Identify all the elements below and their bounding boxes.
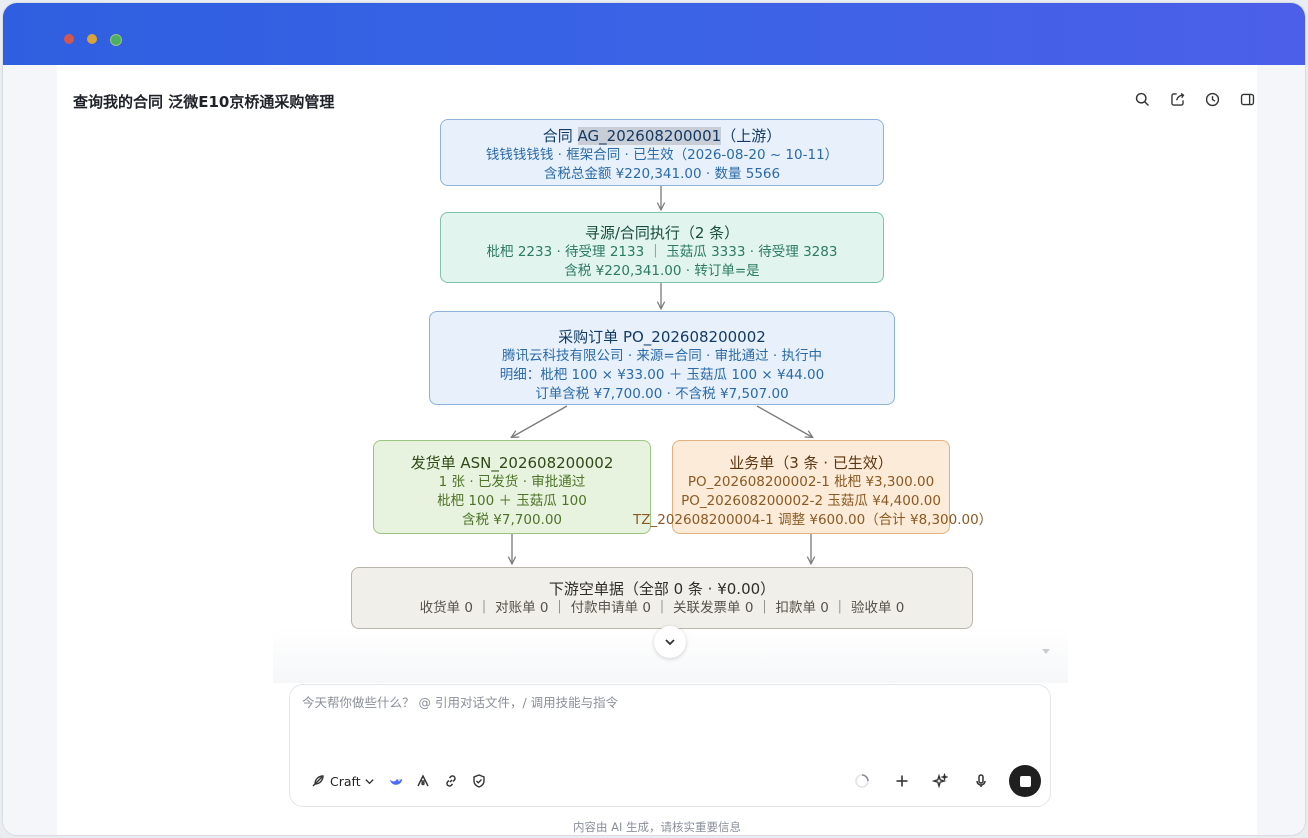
downstream-line1: 收货单 0 ｜ 对账单 0 ｜ 付款申请单 0 ｜ 关联发票单 0 ｜ 扣款单 … (419, 600, 905, 616)
craft-mode-selector[interactable]: Craft (310, 769, 375, 793)
craft-mode-label: Craft (330, 773, 361, 789)
order-title: 采购订单 PO_202608200002 (558, 328, 766, 346)
shipment-line1: 1 张 · 已发货 · 审批通过 (438, 474, 586, 490)
flow-arrows (57, 186, 1257, 641)
minimize-window-button[interactable] (87, 34, 97, 44)
deepseek-model-button[interactable] (388, 769, 404, 793)
whale-icon (390, 779, 402, 785)
contract-line1: 钱钱钱钱钱 · 框架合同 · 已生效（2026-08-20 ~ 10-11） (485, 147, 839, 163)
scroll-to-bottom-button[interactable] (654, 626, 686, 658)
chat-input[interactable] (302, 695, 1002, 710)
contract-line2: 含税总金额 ¥220,341.00 · 数量 5566 (543, 166, 781, 182)
web-search-button[interactable] (415, 769, 431, 793)
link-icon (446, 775, 456, 787)
spinner-icon (855, 774, 869, 788)
contract-flow-diagram: 合同 AG_202608200001（上游） 钱钱钱钱钱 · 框架合同 · 已生… (57, 71, 1257, 641)
safety-check-button[interactable] (471, 769, 487, 793)
share-icon[interactable] (1167, 89, 1187, 109)
order-line3: 订单含税 ¥7,700.00 · 不含税 ¥7,507.00 (535, 386, 789, 402)
sourcing-title: 寻源/合同执行（2 条） (584, 224, 740, 242)
node-downstream[interactable]: 下游空单据（全部 0 条 · ¥0.00） 收货单 0 ｜ 对账单 0 ｜ 付款… (351, 567, 973, 629)
sparkle-icon (932, 773, 948, 789)
node-shipment[interactable]: 发货单 ASN_202608200002 1 张 · 已发货 · 审批通过 枇杷… (373, 440, 651, 534)
stop-generation-button[interactable] (1009, 765, 1041, 797)
feather-icon (312, 775, 324, 787)
plus-icon (896, 775, 908, 787)
scrollbar-arrow-icon[interactable] (1042, 649, 1050, 654)
contract-title-suffix: （上游） (721, 127, 782, 145)
window-titlebar (3, 3, 1305, 65)
business-line3: TZ_202608200004-1 调整 ¥600.00（合计 ¥8,300.0… (633, 512, 993, 528)
sourcing-line1: 枇杷 2233 · 待受理 2133 ｜ 玉菇瓜 3333 · 待受理 3283 (486, 244, 838, 260)
main-panel: 查询我的合同 泛微E10京桥通采购管理 (57, 71, 1257, 835)
right-sidebar (1257, 65, 1305, 835)
arrow-order-to-shipment (512, 405, 568, 437)
attach-link-button[interactable] (443, 769, 459, 793)
stop-icon (1019, 775, 1031, 787)
close-window-button[interactable] (64, 34, 74, 44)
microphone-icon (976, 774, 986, 787)
ai-disclaimer: 内容由 AI 生成，请核实重要信息 (572, 820, 742, 834)
shipment-line3: 含税 ¥7,700.00 (462, 512, 562, 528)
maximize-window-button[interactable] (110, 34, 122, 46)
add-attachment-button[interactable] (894, 769, 910, 793)
node-business-orders[interactable]: 业务单（3 条 · 已生效） PO_202608200002-1 枇杷 ¥3,3… (633, 440, 992, 534)
node-sourcing[interactable]: 寻源/合同执行（2 条） 枇杷 2233 · 待受理 2133 ｜ 玉菇瓜 33… (440, 212, 884, 283)
search-icon[interactable] (1132, 89, 1152, 109)
business-line1: PO_202608200002-1 枇杷 ¥3,300.00 (687, 474, 935, 490)
page-title: 查询我的合同 泛微E10京桥通采购管理 (73, 93, 335, 111)
shipment-line2: 枇杷 100 ＋ 玉菇瓜 100 (437, 493, 587, 509)
contract-title-prefix: 合同 (542, 127, 578, 145)
contract-code: AG_202608200001 (577, 127, 722, 145)
arrow-order-to-business (756, 405, 812, 437)
pen-nib-icon (417, 774, 429, 787)
app-window: 查询我的合同 泛微E10京桥通采购管理 (3, 3, 1305, 835)
ai-enhance-button[interactable] (932, 769, 948, 793)
left-sidebar (3, 65, 57, 835)
node-purchase-order[interactable]: 采购订单 PO_202608200002 腾讯云科技有限公司 · 来源=合同 ·… (429, 311, 895, 405)
shipment-title: 发货单 ASN_202608200002 (410, 454, 614, 472)
shield-check-icon (473, 774, 485, 788)
chevron-down-icon (364, 778, 374, 784)
order-line2: 明细：枇杷 100 × ¥33.00 ＋ 玉菇瓜 100 × ¥44.00 (499, 367, 825, 383)
downstream-title: 下游空单据（全部 0 条 · ¥0.00） (548, 580, 776, 598)
loading-spinner (854, 769, 870, 793)
chevron-down-icon (665, 639, 675, 646)
history-icon[interactable] (1202, 89, 1222, 109)
voice-input-button[interactable] (973, 769, 989, 793)
business-title: 业务单（3 条 · 已生效） (729, 454, 893, 472)
business-line2: PO_202608200002-2 玉菇瓜 ¥4,400.00 (681, 493, 941, 509)
node-contract[interactable]: 合同 AG_202608200001（上游） 钱钱钱钱钱 · 框架合同 · 已生… (440, 119, 884, 186)
chat-composer: Craft (289, 684, 1051, 807)
sourcing-line2: 含税 ¥220,341.00 · 转订单=是 (564, 263, 760, 279)
panel-toggle-icon[interactable] (1237, 89, 1257, 109)
order-line1: 腾讯云科技有限公司 · 来源=合同 · 审批通过 · 执行中 (502, 348, 822, 364)
